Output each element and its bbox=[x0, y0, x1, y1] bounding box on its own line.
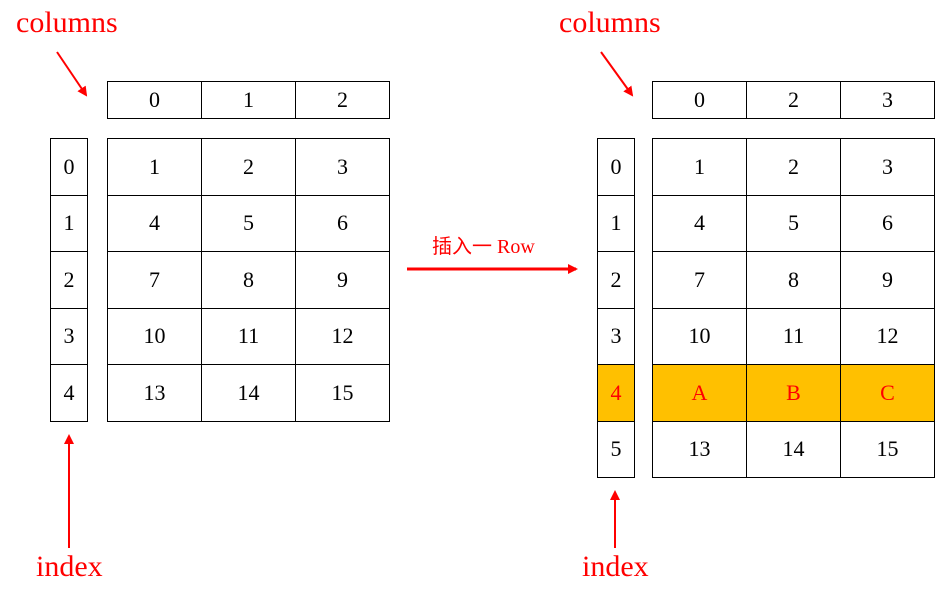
left-data-cell: 14 bbox=[201, 364, 296, 422]
left-index-cell: 3 bbox=[50, 307, 88, 365]
right-data-cell: 12 bbox=[840, 307, 935, 365]
left-index-cell: 2 bbox=[50, 251, 88, 309]
left-columns-arrow bbox=[56, 51, 88, 97]
right-data-cell: A bbox=[652, 364, 747, 422]
left-data-cell: 7 bbox=[107, 251, 202, 309]
left-index-cell: 0 bbox=[50, 138, 88, 196]
left-data-cell: 10 bbox=[107, 307, 202, 365]
right-index-cell: 0 bbox=[597, 138, 635, 196]
right-data-cell: 13 bbox=[652, 420, 747, 478]
right-data-cell: 6 bbox=[840, 194, 935, 252]
right-data-cell: 3 bbox=[840, 138, 935, 196]
right-data-cell: 10 bbox=[652, 307, 747, 365]
left-index-label: index bbox=[36, 550, 103, 583]
right-data-cell: 15 bbox=[840, 420, 935, 478]
right-index-cell: 3 bbox=[597, 307, 635, 365]
right-column-header-cell: 2 bbox=[746, 81, 841, 119]
left-index-cell: 4 bbox=[50, 364, 88, 422]
right-data-cell: 7 bbox=[652, 251, 747, 309]
right-column-header-cell: 0 bbox=[652, 81, 747, 119]
left-data-cell: 1 bbox=[107, 138, 202, 196]
insert-row-label: 插入一 Row bbox=[432, 236, 535, 258]
right-index-cell: 4 bbox=[597, 364, 635, 422]
left-column-header-cell: 1 bbox=[201, 81, 296, 119]
right-index-label: index bbox=[582, 550, 649, 583]
left-data-cell: 9 bbox=[295, 251, 390, 309]
right-index-cell: 2 bbox=[597, 251, 635, 309]
left-data-cell: 6 bbox=[295, 194, 390, 252]
right-data-cell: 5 bbox=[746, 194, 841, 252]
right-data-cell: C bbox=[840, 364, 935, 422]
left-column-header-cell: 0 bbox=[107, 81, 202, 119]
right-data-cell: 1 bbox=[652, 138, 747, 196]
left-column-header-cell: 2 bbox=[295, 81, 390, 119]
right-data-cell: 11 bbox=[746, 307, 841, 365]
right-data-cell: B bbox=[746, 364, 841, 422]
right-data-cell: 14 bbox=[746, 420, 841, 478]
right-column-header-cell: 3 bbox=[840, 81, 935, 119]
right-columns-arrow bbox=[600, 51, 634, 97]
left-data-cell: 3 bbox=[295, 138, 390, 196]
left-data-cell: 5 bbox=[201, 194, 296, 252]
right-data-cell: 8 bbox=[746, 251, 841, 309]
left-data-cell: 12 bbox=[295, 307, 390, 365]
left-data-cell: 11 bbox=[201, 307, 296, 365]
right-data-cell: 2 bbox=[746, 138, 841, 196]
right-index-cell: 1 bbox=[597, 194, 635, 252]
right-index-cell: 5 bbox=[597, 420, 635, 478]
left-data-cell: 13 bbox=[107, 364, 202, 422]
right-columns-label: columns bbox=[559, 6, 661, 39]
right-data-cell: 4 bbox=[652, 194, 747, 252]
right-data-cell: 9 bbox=[840, 251, 935, 309]
left-data-cell: 15 bbox=[295, 364, 390, 422]
left-columns-label: columns bbox=[16, 6, 118, 39]
left-data-cell: 2 bbox=[201, 138, 296, 196]
left-data-cell: 8 bbox=[201, 251, 296, 309]
left-index-cell: 1 bbox=[50, 194, 88, 252]
left-data-cell: 4 bbox=[107, 194, 202, 252]
